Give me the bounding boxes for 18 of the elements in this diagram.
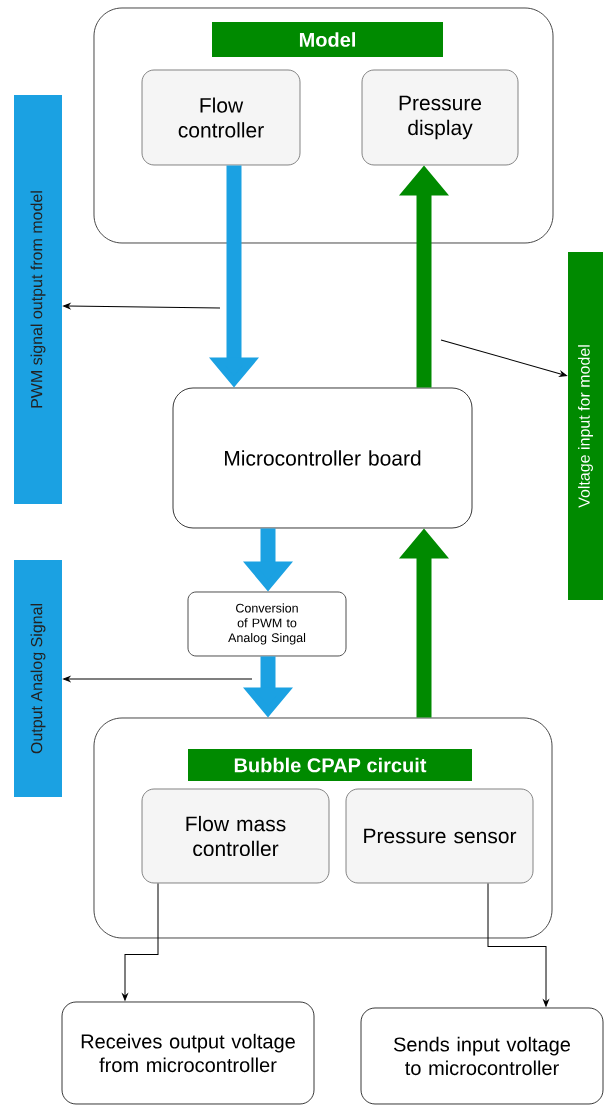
label-banner: PWM signal output from model bbox=[14, 95, 62, 504]
label-banner: Voltage input for model bbox=[568, 252, 603, 600]
process-box: Microcontroller board bbox=[172, 387, 473, 529]
connector-arrow bbox=[487, 882, 549, 1007]
connector-arrow bbox=[122, 882, 159, 1001]
component-box: Flow mass controller bbox=[141, 788, 330, 884]
process-box: Conversion of PWM to Analog Singal bbox=[187, 591, 347, 657]
label-banner: Output Analog Signal bbox=[14, 560, 62, 797]
leader-arrow bbox=[63, 303, 221, 309]
heading-banner: Model bbox=[212, 22, 443, 57]
leader-arrow bbox=[440, 339, 567, 377]
process-box: Sends input voltage to microcontroller bbox=[360, 1007, 604, 1105]
leader-arrow bbox=[63, 676, 253, 682]
component-box: Pressure display bbox=[361, 69, 519, 166]
process-box: Receives output voltage from microcontroller bbox=[61, 1001, 315, 1105]
component-box: Pressure sensor bbox=[345, 788, 534, 884]
component-box: Flow controller bbox=[141, 69, 301, 166]
heading-banner: Bubble CPAP circuit bbox=[188, 749, 472, 781]
